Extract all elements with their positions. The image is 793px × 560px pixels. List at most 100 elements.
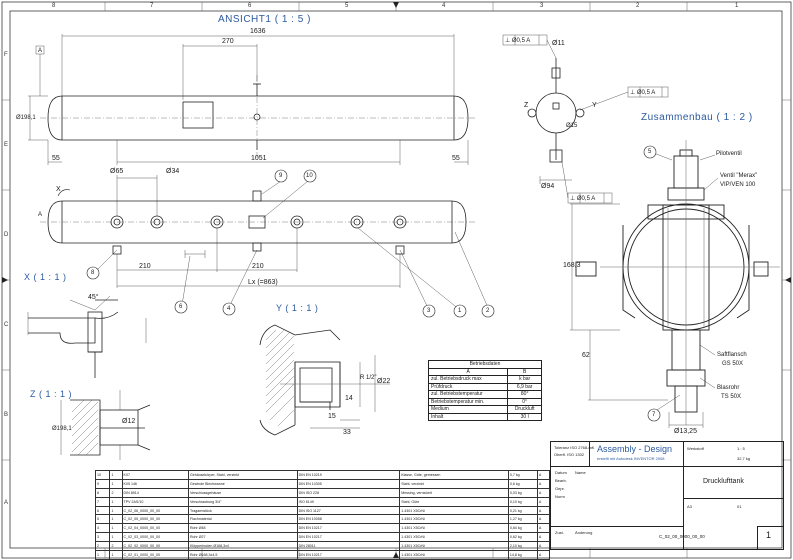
title-block-weight: 32,7 kg xyxy=(737,456,751,461)
note-pilotventil: Pilotventil xyxy=(716,151,742,157)
note-saftflansch-2: GS 50X xyxy=(722,361,744,367)
bom-cell: 1 xyxy=(109,532,123,543)
conditions-value: k bar xyxy=(507,375,542,384)
bom-cell: C_02_06_0000_00_00 xyxy=(121,505,189,516)
conditions-label: zul. Betriebstemperatur xyxy=(427,390,509,399)
bom-cell: DIN EN 10058 xyxy=(296,514,401,525)
balloon-4: 4 xyxy=(227,306,231,312)
bom-cell: A xyxy=(536,470,551,480)
bom-cell: 0,10 kg xyxy=(507,496,538,507)
bom-cell: DIN 8914 xyxy=(121,487,189,498)
zone-top-3: 3 xyxy=(540,3,544,9)
bom-cell: DIN EN 10217 xyxy=(296,523,401,534)
conditions-value: 0° xyxy=(507,397,542,406)
dim-y-33: 33 xyxy=(343,429,351,436)
bom-cell: 1 xyxy=(109,514,123,525)
bom-cell: 2 xyxy=(109,487,123,498)
dim-dia65: Ø65 xyxy=(110,168,124,175)
bom-cell: 2 xyxy=(94,541,111,552)
tank-view-2 xyxy=(47,190,467,255)
title-block-date-label: Datum xyxy=(555,470,567,475)
bom-cell: A xyxy=(536,523,551,534)
zone-side-c: C xyxy=(4,322,9,328)
bom-cell: 0,03 kg xyxy=(507,487,538,498)
note-rohr: Blasrohr xyxy=(717,385,740,391)
balloon-1: 1 xyxy=(458,308,462,314)
note-ventil-2: VIP/VEN 100 xyxy=(720,182,756,188)
dim-dia94: Ø94 xyxy=(541,183,555,190)
view-title-x: X ( 1 : 1 ) xyxy=(24,272,67,282)
note-rohr-2: TS 50X xyxy=(721,394,742,400)
bom-cell: DIN ISO 228 xyxy=(296,487,401,498)
bom-cell: A xyxy=(536,487,551,498)
sheet-box: 1 xyxy=(757,526,784,550)
dim-dia34: Ø34 xyxy=(166,168,180,175)
conditions-label: zul. Betriebsdruck max xyxy=(427,375,509,384)
bom-cell: 1.4301 X5CrNi xyxy=(399,550,509,560)
conditions-title: Betriebsdaten xyxy=(428,360,542,369)
dim-z-dia198: Ø198,1 xyxy=(52,426,72,432)
datum-a-2: A xyxy=(38,212,43,218)
bom-cell: 0,7 kg xyxy=(507,470,538,480)
bom-cell: 1 xyxy=(94,550,111,560)
title-block-format: A3 xyxy=(687,504,692,509)
balloon-7: 7 xyxy=(652,412,656,418)
bom-cell: A xyxy=(536,550,551,560)
balloon-2: 2 xyxy=(486,308,490,314)
zone-top-6: 6 xyxy=(248,3,252,9)
company-name: Assembly - Design xyxy=(597,444,673,454)
bom-cell: A xyxy=(536,478,551,489)
bom-cell: 8 xyxy=(94,487,111,498)
balloon-8: 8 xyxy=(91,270,95,276)
conditions-head-a: A xyxy=(427,367,509,376)
bom-cell: 1.4301 X5CrNi xyxy=(399,514,509,525)
view-title-ansicht: ANSICHT1 ( 1 : 5 ) xyxy=(218,14,311,25)
bom-cell: 0,21 kg xyxy=(507,505,538,516)
dim-1051: 1051 xyxy=(251,155,267,162)
bom-cell: Gehäusekörper, Stahl, verzinkt xyxy=(187,470,298,480)
dim-210-a: 210 xyxy=(139,263,151,270)
conditions-label: Prüfdruck xyxy=(427,382,509,391)
bom-cell: DIN EN 10217 xyxy=(296,550,401,560)
bom-cell: 1.4301 X5CrNi xyxy=(399,523,509,534)
dim-210-b: 210 xyxy=(252,263,264,270)
balloon-3: 3 xyxy=(427,308,431,314)
dim-dia11: Ø11 xyxy=(552,40,565,47)
dim-total-length: 1636 xyxy=(250,28,266,35)
bom-cell: 7 xyxy=(94,496,111,507)
zone-top-2: 2 xyxy=(636,3,640,9)
zone-side-e: E xyxy=(4,142,9,148)
dim-y-22: Ø22 xyxy=(377,378,391,385)
bom-cell: 1 xyxy=(109,478,123,489)
bom-cell: 1 xyxy=(109,523,123,534)
bom-cell: DIN EN 10217 xyxy=(296,532,401,543)
dim-55-right: 55 xyxy=(452,155,460,162)
bom-cell: DIN EN 10219 xyxy=(296,470,401,480)
bom-cell: DIN 28011 xyxy=(296,541,401,552)
detail-z xyxy=(70,399,151,456)
balloon-10: 10 xyxy=(306,173,313,179)
bom-cell: 6 xyxy=(94,505,111,516)
tolerance-frame-3: ⊥ Ø0,5 A xyxy=(570,196,596,202)
bom-cell: Gewinde Blechwanne xyxy=(187,478,298,489)
assembly-section xyxy=(575,149,769,413)
note-ventil: Ventil "Merax" xyxy=(720,173,758,179)
bom-cell: 1 xyxy=(109,550,123,560)
bom-cell: A xyxy=(536,514,551,525)
dim-y-r12: R 1/2" xyxy=(360,375,377,381)
bom-cell: 1 xyxy=(109,496,123,507)
bom-cell: 0,84 kg xyxy=(507,523,538,534)
bom-cell: C_02_02_0000_00_00 xyxy=(121,541,189,552)
